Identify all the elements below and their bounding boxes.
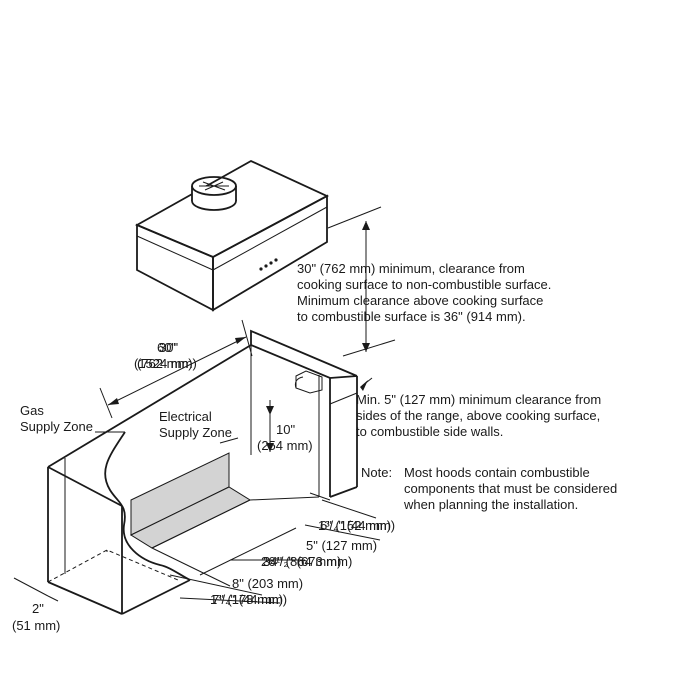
floor-dimension-lines [13, 492, 381, 604]
side-note-line-2: sides of the range, above cooking surfac… [356, 408, 600, 423]
clearance-note-line-2: cooking surface to non-combustible surfa… [297, 277, 551, 292]
electrical-zone-label-1: Electrical [159, 409, 212, 424]
dim-8: 8" (203 mm) [232, 576, 303, 591]
dim-right-upper-b: 6" (152 mm) [320, 518, 391, 533]
dim-2-mm: (51 mm) [12, 618, 60, 633]
side-note-line-3: to combustible side walls. [356, 424, 503, 439]
dim-2-in: 2" [32, 601, 44, 616]
clearance-note-line-4: to combustible surface is 36" (914 mm). [297, 309, 526, 324]
hood-front-face [136, 223, 214, 312]
electrical-supply-zone-shading [129, 452, 252, 549]
side-clearance-arrows [329, 377, 373, 405]
duct-collar-icon [191, 176, 237, 211]
dim-mid-a: 26¹/₂" (673 mm) [261, 554, 352, 569]
width-mm-2: (762 mm) [137, 356, 193, 371]
hood-right-face [212, 194, 328, 312]
width-dimension [99, 319, 253, 419]
range-hood [134, 159, 330, 312]
gas-zone-label-2: Supply Zone [20, 419, 93, 434]
dim-right-upper-a: 1³/₄" (44 mm) [318, 518, 395, 533]
clearance-note-line-1: 30" (762 mm) minimum, clearance from [297, 261, 525, 276]
dim-bottom-a: 1³/₄" (44 mm) [210, 592, 287, 607]
hood-bevel-line [212, 206, 328, 271]
note-line-2: components that must be considered [404, 481, 617, 496]
clearance-note-line-3: Minimum clearance above cooking surface [297, 293, 543, 308]
dim-10-in: 10" [276, 422, 295, 437]
dim-10-mm: (254 mm) [257, 438, 313, 453]
width-in-2: 30" [159, 340, 178, 355]
cabinet-wall-enclosure [47, 329, 358, 615]
dim-10-arrow [266, 400, 274, 452]
electrical-zone-label-2: Supply Zone [159, 425, 232, 440]
note-label: Note: [361, 465, 392, 480]
electrical-zone-leader [219, 437, 239, 444]
note-line-1: Most hoods contain combustible [404, 465, 590, 480]
width-mm-1: (1524 mm) [134, 356, 197, 371]
vertical-clearance-dimension [327, 206, 396, 357]
hood-control-buttons [259, 258, 278, 271]
side-note-line-1: Min. 5" (127 mm) minimum clearance from [356, 392, 601, 407]
hood-bevel-line [136, 235, 214, 271]
dim-mid-b: 34" (864 mm) [263, 554, 341, 569]
width-in-1: 60" [157, 340, 176, 355]
dim-5: 5" (127 mm) [306, 538, 377, 553]
hood-top-face [134, 159, 330, 258]
gas-zone-label-1: Gas [20, 403, 44, 418]
note-line-3: when planning the installation. [403, 497, 578, 512]
dim-bottom-b: 7" (178 mm) [212, 592, 283, 607]
